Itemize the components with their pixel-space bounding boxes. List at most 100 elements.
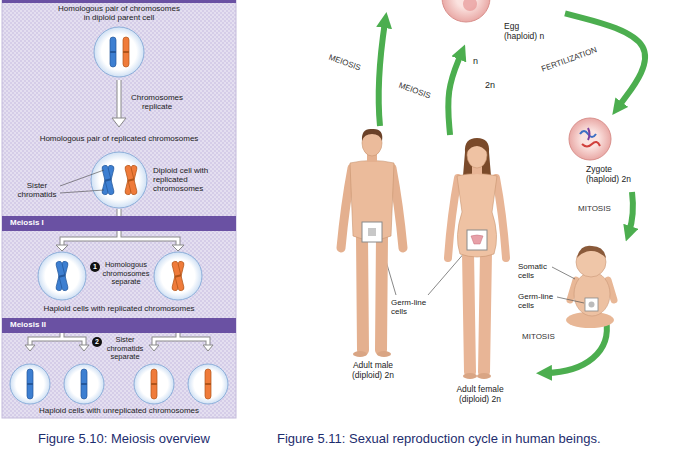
adult-female-figure bbox=[467, 230, 487, 250]
cell bbox=[10, 364, 50, 404]
egg-cell bbox=[463, 0, 477, 11]
zygote-cell bbox=[588, 128, 590, 140]
baby-figure bbox=[574, 272, 610, 316]
adult-female-figure bbox=[484, 252, 486, 372]
meiosis-panel bbox=[2, 0, 236, 418]
adult-female-figure bbox=[496, 178, 506, 258]
adult-figure: Adult male (diploid) 2n bbox=[325, 125, 420, 384]
zygote-cell bbox=[569, 118, 611, 160]
node-label: Adult female (diploid) 2n bbox=[448, 385, 512, 405]
figure-caption: Figure 5.11: Sexual reproduction cycle i… bbox=[277, 432, 601, 447]
process-arrow bbox=[546, 320, 607, 373]
cell bbox=[154, 252, 202, 300]
adult-male-figure bbox=[377, 351, 391, 357]
callout-number: 2 bbox=[92, 337, 102, 347]
cell bbox=[10, 364, 228, 404]
process-arrow bbox=[56, 245, 68, 251]
baby-figure bbox=[566, 246, 614, 328]
leader-line bbox=[557, 297, 584, 303]
cell-label: Homologous pair of replicated chromosome… bbox=[20, 134, 218, 143]
node-label: Adult male (diploid) 2n bbox=[341, 361, 405, 381]
cell bbox=[134, 364, 174, 404]
cell bbox=[188, 364, 228, 404]
baby-figure bbox=[577, 246, 606, 258]
adult-male-figure bbox=[381, 236, 382, 350]
process-arrow bbox=[448, 54, 461, 135]
adult-male-figure bbox=[368, 228, 376, 236]
cell bbox=[91, 152, 147, 208]
figure-caption: Figure 5.10: Meiosis overview bbox=[38, 432, 210, 447]
adult-female-figure bbox=[477, 373, 491, 379]
part-label: Germ-line cells bbox=[518, 292, 562, 310]
cell bbox=[151, 369, 157, 399]
cell bbox=[55, 261, 68, 292]
cell bbox=[81, 369, 87, 399]
egg-cell: Egg (haploid) n bbox=[440, 0, 565, 45]
adult-male-figure bbox=[362, 129, 382, 141]
process-arrow bbox=[112, 118, 126, 127]
cell bbox=[94, 27, 144, 77]
stage-band: Meiosis II bbox=[2, 318, 236, 333]
process-label: MEIOSIS bbox=[327, 53, 361, 73]
zygote-cell bbox=[580, 131, 596, 137]
egg-cell bbox=[442, 0, 490, 22]
process-arrow bbox=[118, 80, 121, 119]
zygote-cell: Zygote (haploid) 2n bbox=[568, 115, 650, 188]
adult-male-figure bbox=[341, 168, 352, 248]
cell bbox=[38, 252, 86, 300]
cell-label: Homologous pair of chromosomes in diploi… bbox=[54, 4, 184, 22]
adult-female-figure bbox=[471, 235, 483, 244]
baby-figure bbox=[585, 298, 598, 311]
adult-female-figure bbox=[463, 373, 477, 379]
band-title: Meiosis II bbox=[2, 318, 236, 331]
process-arrow bbox=[203, 345, 213, 351]
process-arrow bbox=[629, 192, 633, 232]
adult-male-figure bbox=[362, 236, 363, 350]
adult-figure: Adult female (diploid) 2n bbox=[432, 135, 527, 408]
band-title: Meiosis I bbox=[2, 216, 236, 229]
leader-line bbox=[552, 267, 575, 279]
cell bbox=[110, 37, 116, 67]
cell-label: Haploid cells with replicated chromosome… bbox=[20, 304, 218, 313]
cell bbox=[101, 165, 114, 196]
process-label: FERTILIZATION bbox=[540, 45, 598, 74]
cell bbox=[123, 37, 129, 67]
cell bbox=[38, 252, 86, 300]
cell bbox=[94, 27, 144, 77]
ploidy-label: n bbox=[473, 56, 478, 66]
stage-band: Meiosis I bbox=[2, 216, 236, 231]
adult-female-figure bbox=[468, 252, 470, 372]
step-label: Sister chromatids separate bbox=[104, 336, 146, 362]
node-label: Zygote (haploid) 2n bbox=[586, 165, 640, 185]
process-arrow bbox=[149, 345, 159, 351]
zygote-cell bbox=[569, 118, 611, 160]
part-label: Germ-line cells bbox=[391, 298, 431, 316]
process-arrow bbox=[79, 345, 89, 351]
part-label: Somatic cells bbox=[518, 262, 560, 280]
adult-female-figure bbox=[448, 178, 458, 258]
cell bbox=[205, 369, 211, 399]
node-label: Egg (haploid) n bbox=[504, 22, 548, 42]
cell bbox=[171, 261, 184, 292]
adult-male-figure bbox=[341, 129, 403, 357]
process-label: MITOSIS bbox=[578, 204, 611, 213]
adult-male-figure bbox=[392, 168, 403, 248]
leader-line bbox=[60, 170, 104, 186]
process-arrow bbox=[25, 345, 35, 351]
leader-line bbox=[60, 170, 104, 193]
ploidy-label: 2n bbox=[485, 80, 495, 90]
process-arrow bbox=[117, 80, 122, 118]
cell bbox=[91, 152, 147, 208]
meiosis-panel bbox=[2, 0, 236, 418]
adult-female-figure bbox=[467, 142, 487, 168]
process-arrow bbox=[379, 22, 633, 373]
cell-label: Haploid cells with unreplicated chromoso… bbox=[2, 406, 236, 415]
callout-number: 1 bbox=[90, 262, 100, 272]
adult-female-figure bbox=[448, 138, 506, 379]
step-label: Homologous chromosomes separate bbox=[102, 261, 150, 287]
part-label: Sister chromatids bbox=[14, 181, 60, 199]
adult-male-figure bbox=[350, 161, 394, 241]
process-arrow bbox=[379, 22, 385, 126]
process-arrow bbox=[172, 245, 184, 251]
